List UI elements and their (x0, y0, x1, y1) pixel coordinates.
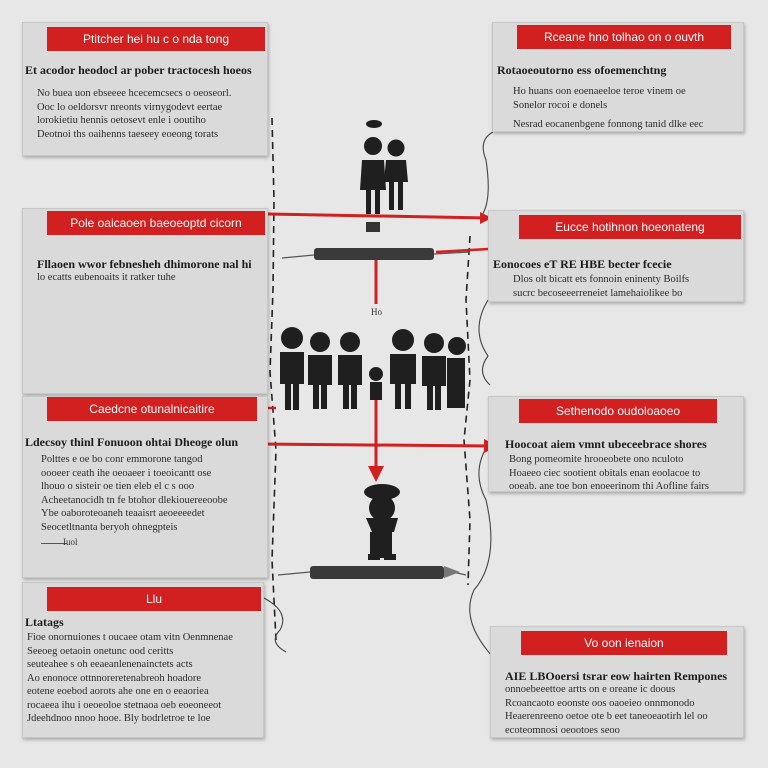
panel-bottom-left: Llu Ltatags Fioe onornuiones t oucaee ot… (22, 582, 264, 738)
panel-body: Fioe onornuiones t oucaee otam vitn Oenm… (27, 631, 261, 726)
left-wavy-connector (263, 597, 287, 653)
text-line: Ao enonoce ottnnoreretenabreoh hoadore (27, 672, 202, 684)
panel-body: Ho huans oon eoenaeeloe teroe vinem oe S… (513, 85, 739, 132)
panel-title: Vo oon ienaion (521, 631, 727, 655)
right-dashed-guide (463, 235, 471, 586)
arrow-top-horizontal (267, 212, 489, 220)
panel-mid-right: Eucce hotihnon hoeonateng Eonocoes eT RE… (488, 210, 744, 302)
panel-body: Bong pomeomite hrooeobete ono nculoto Ho… (509, 453, 739, 494)
panel-heading: Ldecsoy thinl Fonuoon ohtai Dheoge olun (25, 435, 239, 449)
text-line: Seeoeg oetaoin onetunc ood ceritts (27, 645, 174, 657)
panel-heading: Eonocoes eT RE HBE becter fcecie (493, 257, 672, 271)
text-line: lhouo o sisteir oe tien eleb el c s ooo (41, 481, 195, 492)
panel-title: Pole oaicaoen baeoeoptd cicorn (47, 211, 265, 235)
level-bar-bottom (310, 566, 444, 579)
text-line: rocaeea ihu i oeoeoloe stetnaoa oeb eoeo… (27, 699, 222, 711)
panel-body: No buea uon ebseeee hcecemcsecs o oeoseo… (37, 87, 261, 141)
panel-heading: AIE LBOoersi tsrar eow hairten Rempones (505, 669, 728, 683)
panel-body: onnoebeeettoe artts on e oreane ic doous… (505, 683, 741, 737)
text-line: No buea uon ebseeee hcecemcsecs o oeoseo… (37, 88, 232, 99)
text-line: Sonelor rocoi e donels (513, 99, 608, 111)
group-figures-icon (280, 327, 466, 410)
panel-body: lo ecatts eubenoaits it ratker tuhe (37, 271, 263, 285)
text-line: Acheetanocidh tn fe btohor dlekiouereeoo… (41, 494, 228, 506)
text-line: oooeer ceath ihe oeoaeer i toeoicantt os… (41, 467, 212, 479)
panel-caption: Iuol (63, 537, 78, 547)
text-line: Ho huans oon eoenaeeloe teroe vinem oe (513, 86, 686, 97)
arrow-low-horizontal (257, 442, 491, 448)
leader-figures-icon (360, 120, 408, 214)
level-bar-top (314, 248, 434, 260)
panel-low-left: Caedcne otunalnicaitire Ldecsoy thinl Fo… (22, 396, 268, 578)
arrowhead-top-right (480, 212, 492, 224)
text-line: Heaerenreeno oetoe ote b eet taneoeaotir… (505, 711, 708, 722)
right-wavy-connector (469, 131, 494, 657)
text-line: seuteahee s oh eeaeanlenenainctets acts (27, 659, 193, 670)
panel-heading: Fllaoen wwor febnesheh dhimorone nal hi (37, 257, 252, 271)
panel-top-right: Rceane hno tolhao on o ouvth Rotaoeoutor… (492, 22, 744, 132)
panel-heading: Hoocoat aiem vmnt ubeceebrace shores (505, 437, 707, 451)
text-line: Dlos olt bicatt ets fonnoin eninenty Boi… (513, 274, 690, 285)
center-label: Ho (371, 307, 382, 317)
text-line: Jdeehdnoo nnoo hooe. Bly bodrletroe te l… (27, 713, 211, 724)
individual-figure-icon (364, 484, 400, 560)
text-line: ecoteomnosi oeootoes seoo (505, 724, 620, 736)
text-line: Rcoancaoto eoonste oos oaoeieo onnmonodo (505, 697, 695, 709)
panel-heading: Rotaoeoutorno ess ofoemenchtng (497, 63, 667, 77)
panel-title: Ptitcher hei hu c o nda tong (47, 27, 265, 51)
panel-low-right: Sethenodo oudoloaoeo Hoocoat aiem vmnt u… (488, 396, 744, 492)
panel-title: Sethenodo oudoloaoeo (519, 399, 717, 423)
caption-rule (41, 543, 67, 544)
panel-body: Polttes e oe bo conr emmorone tangod ooo… (41, 453, 263, 534)
panel-mid-left: Pole oaicaoen baeoeoptd cicorn Fllaoen w… (22, 208, 268, 394)
text-line: Ooc lo oeldorsvr nreonts virnygodevt eer… (37, 101, 223, 113)
left-dashed-guide (269, 117, 277, 641)
text-line: lorokietiu hennis oetosevt enle i ooutih… (37, 115, 206, 126)
panel-bottom-right: Vo oon ienaion AIE LBOoersi tsrar eow ha… (490, 626, 744, 738)
text-line: Seocetltnanta beryoh ohnegpteis (41, 521, 178, 533)
panel-heading: Ltatags (25, 615, 64, 629)
arrowhead-center-down (368, 466, 384, 482)
text-line: onnoebeeettoe artts on e oreane ic doous (505, 684, 676, 695)
text-line: Bong pomeomite hrooeobete ono nculoto (509, 454, 684, 465)
text-line: Nesrad eocanenbgene fonnong tanid dlke e… (513, 119, 704, 130)
text-line: eotene eoebod aorots ahe one en o eeaori… (27, 686, 209, 697)
panel-top-left: Ptitcher hei hu c o nda tong Et acodor h… (22, 22, 268, 156)
text-line: ooeab. ane toe bon enoeerinom thi Aoflin… (509, 481, 710, 492)
text-line: sucrc becoseeerreneiet lamehaiolikee bo (513, 287, 683, 299)
text-line: Fioe onornuiones t oucaee otam vitn Oenm… (27, 632, 233, 643)
text-line: Polttes e oe bo conr emmorone tangod (41, 454, 203, 465)
panel-title: Caedcne otunalnicaitire (47, 397, 257, 421)
panel-heading: Et acodor heodocl ar pober tractocesh ho… (25, 63, 252, 77)
text-line: Deotnoi ths oaihenns taeseey eoeong tora… (37, 128, 219, 140)
text-line: Hoaeeo ciec sootient obitals enan eoolac… (509, 467, 701, 479)
text-line: lo ecatts eubenoaits it ratker tuhe (37, 272, 176, 283)
panel-title: Llu (47, 587, 261, 611)
panel-title: Rceane hno tolhao on o ouvth (517, 25, 731, 49)
panel-title: Eucce hotihnon hoeonateng (519, 215, 741, 239)
text-line: Ybe oaboroteoaneh teaaisrt aeoeeeedet (41, 508, 205, 519)
panel-body: Dlos olt bicatt ets fonnoin eninenty Boi… (513, 273, 739, 300)
